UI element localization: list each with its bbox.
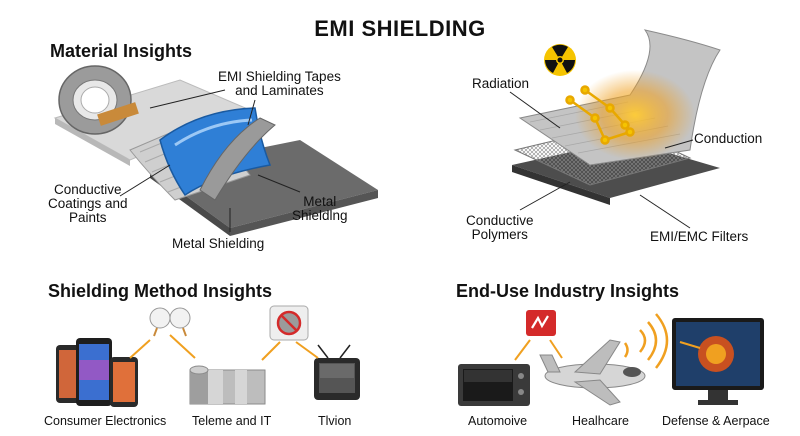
healthcare-badge-icon — [526, 310, 556, 336]
metal-sheet-icon — [189, 365, 266, 405]
car-display-icon — [458, 364, 530, 406]
label-telecom-it: Teleme and IT — [192, 414, 272, 428]
label-automotive: Automoive — [468, 414, 528, 428]
label-conduction: Conduction — [694, 131, 763, 146]
label-radiation: Radiation — [472, 76, 530, 91]
smartphones-icon — [56, 338, 138, 407]
television-icon — [314, 344, 360, 400]
monitor-icon — [672, 318, 764, 405]
label-television: Tlvion — [318, 414, 352, 428]
material-heading: Material Insights — [50, 41, 193, 61]
label-conductive-coatings: Conductive Coatings and Paints — [48, 182, 128, 226]
shield-tape — [159, 107, 272, 197]
signal-waves-icon — [623, 313, 669, 369]
end-use-heading: End-Use Industry Insights — [456, 281, 680, 301]
label-conductive-polymers: Conductive Polymers — [466, 213, 534, 243]
label-consumer-electronics: Consumer Electronics — [44, 414, 167, 428]
circuit-traces — [565, 85, 635, 145]
label-shielding-tapes: EMI Shielding Tapes and Laminates — [218, 69, 341, 99]
end-use-flow-arrows — [514, 339, 701, 361]
label-metal-shielding-bottom: Metal Shielding — [172, 236, 265, 251]
label-emi-filters: EMI/EMC Filters — [650, 229, 749, 244]
label-healthcare: Healhcare — [572, 414, 629, 428]
aircraft-icon — [539, 339, 646, 406]
label-defense-aerospace: Defense & Aerpace — [662, 414, 770, 428]
no-interference-icon — [269, 305, 309, 341]
flow-arrows — [129, 334, 319, 361]
radiation-icon — [544, 44, 576, 76]
components-icon — [149, 307, 191, 337]
shielding-method-heading: Shielding Method Insights — [48, 281, 272, 301]
label-metal-shielding-right: Metal Shieldlng — [292, 194, 348, 224]
page-title: EMI SHIELDING — [314, 16, 486, 41]
